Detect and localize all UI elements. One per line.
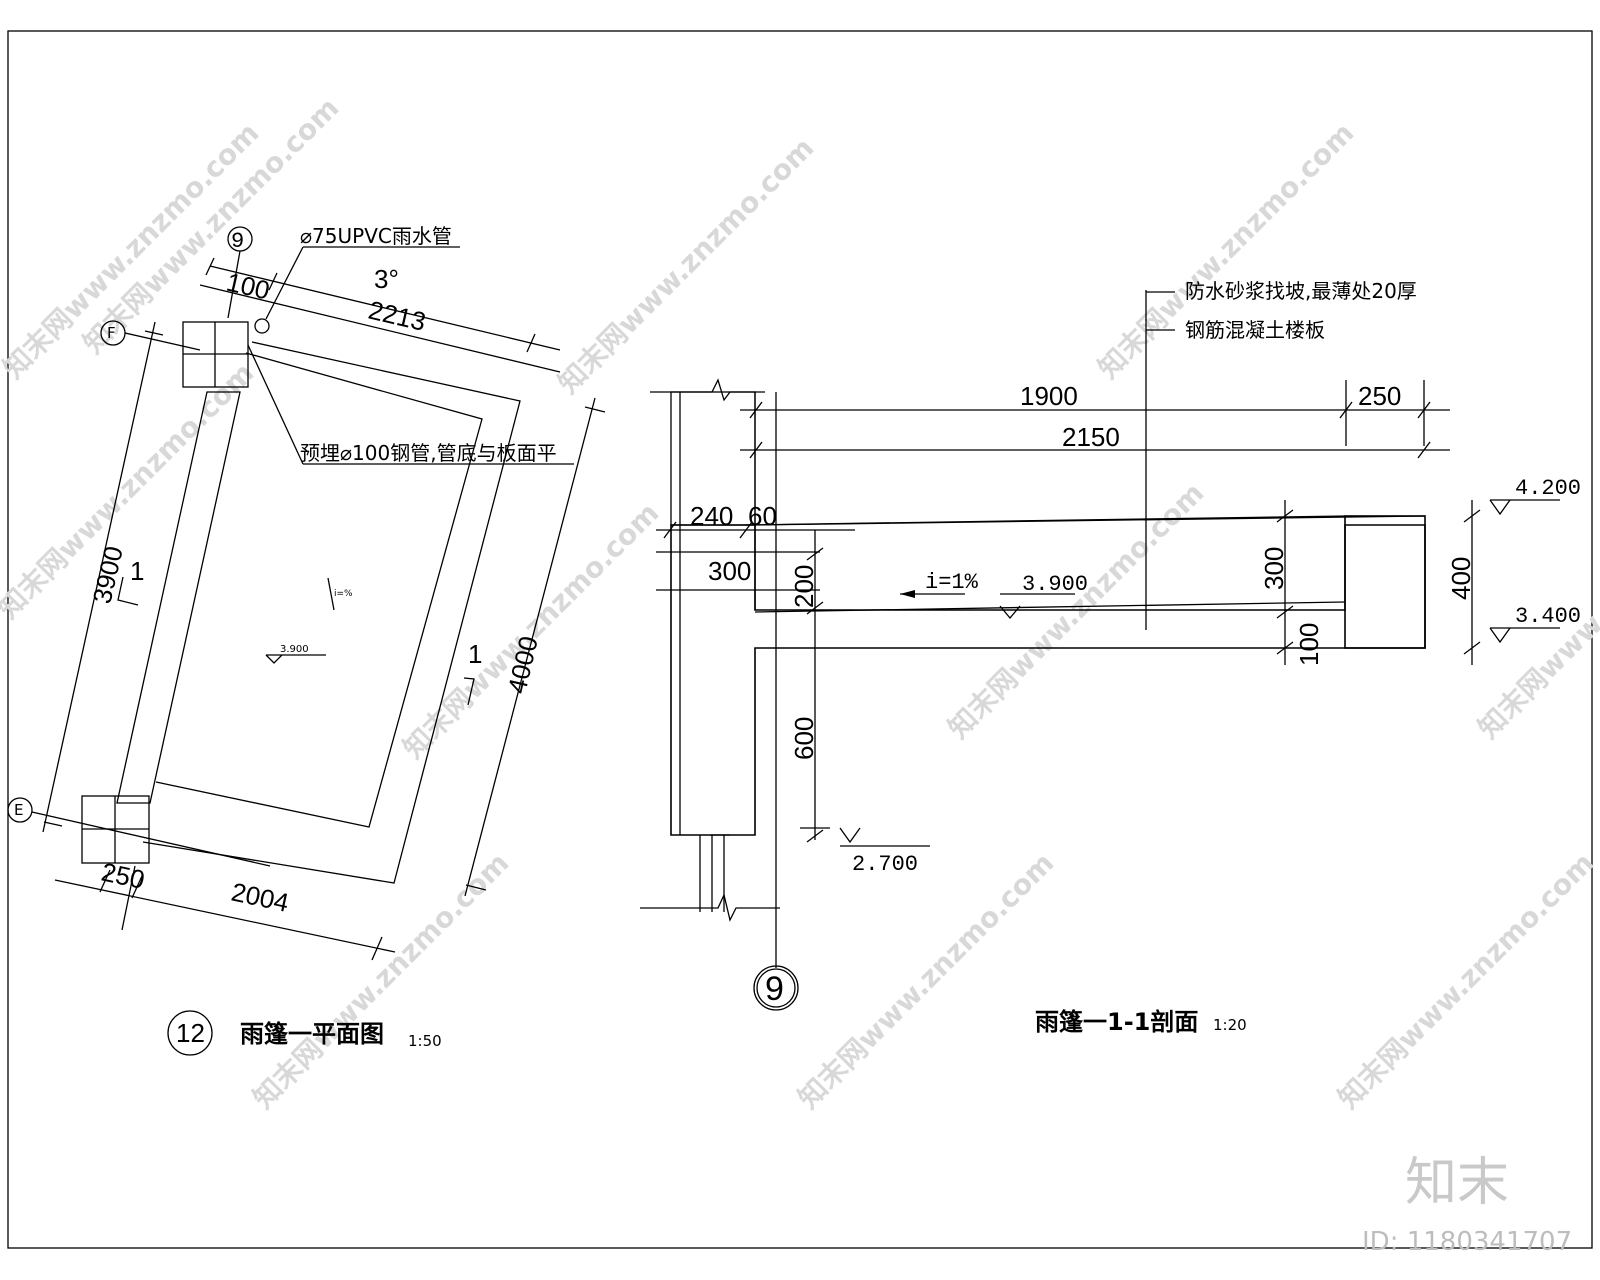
watermark-text: 知末网www.znzmo.com	[1092, 116, 1361, 385]
axis-E-label: E	[14, 801, 23, 819]
plan-angle: 3°	[374, 264, 399, 294]
elev-2700: 2.700	[852, 852, 918, 877]
slope-arrow	[327, 577, 335, 611]
window-below	[640, 834, 780, 922]
axis-9-line	[227, 250, 241, 319]
section-dim-left	[656, 521, 855, 843]
section-axis-9-label: 9	[765, 970, 784, 1008]
watermark-text: 知末网www.znzmo.com	[552, 131, 821, 400]
section-dim-2150: 2150	[1062, 422, 1120, 452]
embed-note: 预埋⌀100钢管,管底与板面平	[300, 441, 557, 465]
section-dim-300b: 300	[1259, 547, 1289, 590]
section-mark-left	[117, 576, 139, 606]
embed-leader	[247, 344, 304, 465]
section-dim-600: 600	[789, 717, 819, 760]
mortar-slope-line	[754, 601, 1346, 613]
watermark-layer: 知末网www.znzmo.com 知末网www.znzmo.com 知末网www…	[0, 91, 1600, 1257]
plan-dim-250: 250	[99, 857, 148, 895]
dim-bottom	[54, 865, 396, 961]
section-dim-400	[1463, 500, 1481, 665]
elev-4200: 4.200	[1515, 476, 1581, 501]
section-slope: i=1%	[925, 570, 979, 595]
section-dim-200: 200	[789, 565, 819, 608]
axis-E-line	[31, 811, 271, 867]
dim-right	[464, 397, 606, 897]
watermark-text: 知末网www.znzmo.com	[792, 846, 1061, 1115]
section-mark-right	[463, 677, 475, 706]
section-axis-9-bubble	[753, 965, 799, 1011]
plan-title: 雨篷一平面图	[240, 1020, 384, 1048]
axis-F-label: F	[107, 324, 116, 342]
section-slope-arrow	[900, 590, 965, 598]
section-mark-left-label: 1	[130, 556, 144, 586]
section-dim-100: 100	[1294, 623, 1324, 666]
elev-3900: 3.900	[1022, 572, 1088, 597]
plan-dim-3900: 3900	[87, 543, 129, 606]
axis-E-bubble	[7, 797, 33, 823]
sheet-border	[7, 30, 1593, 1249]
plan-elev: 3.900	[280, 644, 309, 655]
pipe-note: ⌀75UPVC雨水管	[300, 224, 452, 248]
plan-elev-marker	[265, 654, 326, 664]
plan-index-number: 12	[176, 1018, 205, 1048]
watermark-id: ID: 1180341707	[1362, 1227, 1572, 1257]
watermark-logo: 知末	[1405, 1153, 1509, 1213]
column-E	[81, 795, 150, 864]
upturn-beam	[1344, 515, 1426, 649]
watermark-text: 知末网www.znzmo.com	[247, 846, 516, 1115]
watermark-text: 知末网www.znzmo.com	[0, 116, 265, 385]
section-dim-1900: 1900	[1020, 381, 1078, 411]
section-dim-400-label: 400	[1446, 557, 1476, 600]
dim-top	[199, 257, 561, 373]
section-dim-right-inner	[1276, 500, 1294, 665]
axis-F-line	[124, 332, 201, 351]
plan-dim-2004: 2004	[229, 877, 292, 918]
column-F	[182, 321, 249, 388]
section-scale: 1:20	[1213, 1016, 1247, 1034]
watermark-text: 知末网www.znzmo.com	[397, 496, 666, 765]
section-dim-240: 240	[690, 501, 733, 531]
break-line-top	[650, 378, 765, 402]
plan-wall	[116, 391, 241, 804]
elev-2700-marker	[839, 827, 930, 847]
note-mortar: 防水砂浆找坡,最薄处20厚	[1185, 279, 1417, 303]
plan-slope: i=%	[334, 589, 353, 599]
section-dim-250: 250	[1358, 381, 1401, 411]
canopy-outline-outer	[142, 341, 521, 884]
elev-4200-marker	[1489, 499, 1560, 516]
note-slab: 钢筋混凝土楼板	[1185, 318, 1325, 342]
plan-index-circle	[167, 1010, 213, 1056]
section-dim-60: 60	[748, 501, 777, 531]
axis-9-label: 9	[231, 229, 244, 254]
section-dim-top	[740, 380, 1450, 459]
plan-scale: 1:50	[408, 1032, 442, 1050]
elev-3400: 3.400	[1515, 604, 1581, 629]
section-dim-300a: 300	[708, 556, 751, 586]
pipe-leader	[265, 246, 304, 320]
plan-view: 9 F E ⌀75UPVC雨水管 预埋⌀100钢管,管底与板面平 100 3° …	[7, 224, 606, 1056]
upturn-top-line	[754, 515, 1426, 526]
elev-3400-marker	[1489, 627, 1560, 644]
section-title: 雨篷一1-1剖面	[1035, 1008, 1198, 1036]
watermark-text: 知末网www.znzmo.com	[1332, 846, 1600, 1115]
canopy-outline-inner	[155, 352, 483, 828]
section-view: 9 1900 250 2150 240	[640, 279, 1581, 1036]
elev-3900-marker	[999, 593, 1075, 620]
section-mark-right-label: 1	[468, 639, 482, 669]
plan-dim-2213: 2213	[366, 295, 429, 337]
dim-left	[42, 321, 164, 833]
rain-pipe-symbol	[254, 318, 270, 334]
